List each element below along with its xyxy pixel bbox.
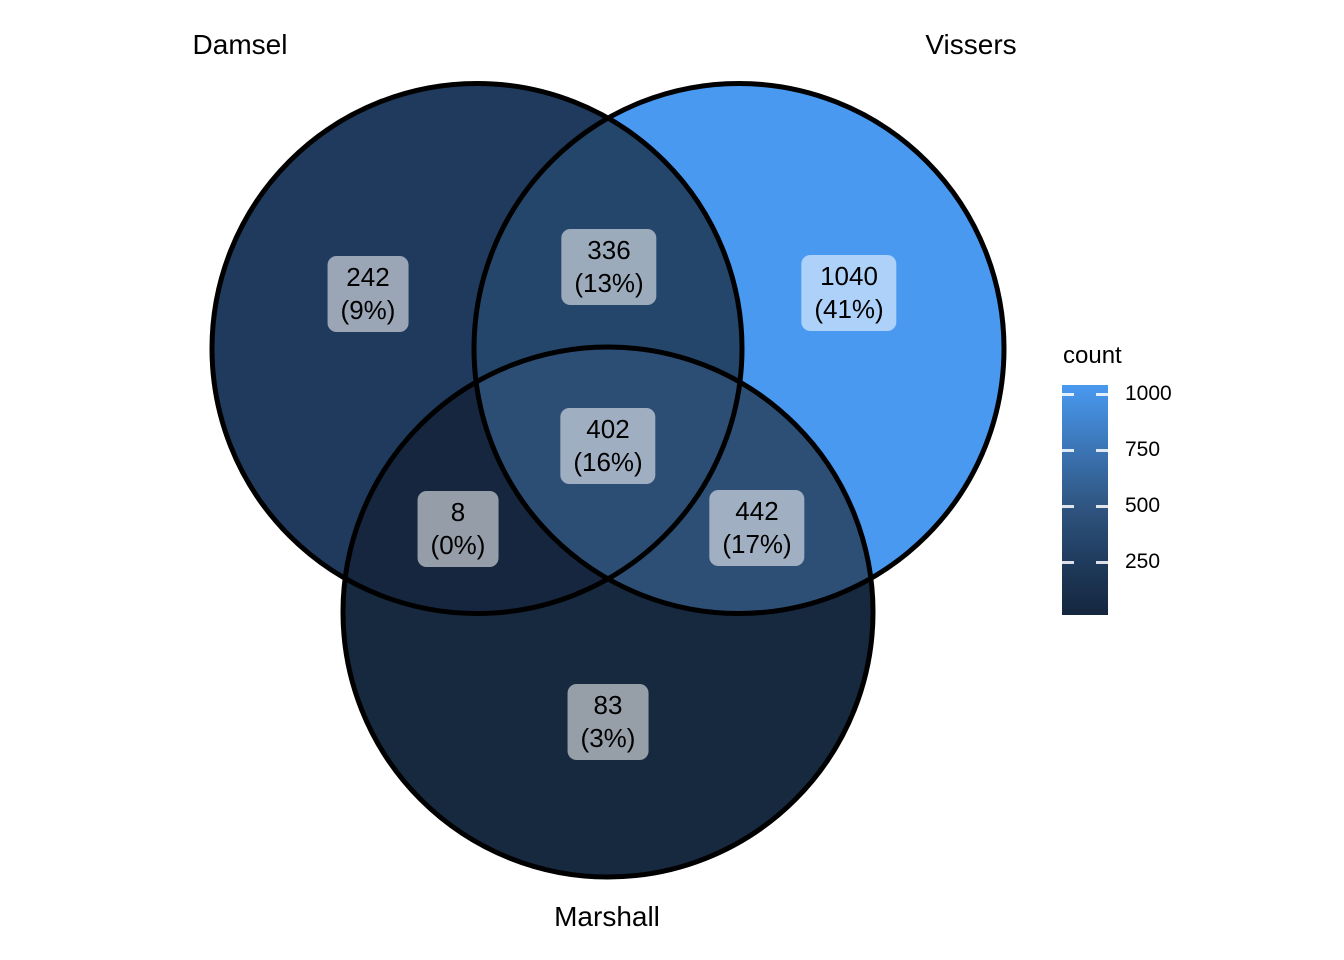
legend-tick-label-750: 750 <box>1125 438 1161 461</box>
region-count: 83 <box>593 690 623 720</box>
legend-title: count <box>1063 342 1122 369</box>
region-count: 402 <box>586 414 630 444</box>
legend-tick-label-500: 500 <box>1125 494 1161 517</box>
legend-tick-1000-left <box>1062 393 1074 396</box>
legend-tick-750-left <box>1062 449 1074 452</box>
circle-outline-vissers <box>471 81 1007 616</box>
region-label-damsel-only: 242 (9%) <box>327 256 409 332</box>
set-label-vissers: Vissers <box>925 29 1017 60</box>
region-count: 1040 <box>820 261 878 291</box>
region-count: 242 <box>346 262 390 292</box>
region-percent: (16%) <box>573 447 643 477</box>
region-percent: (13%) <box>574 268 644 298</box>
region-count: 336 <box>587 235 631 265</box>
region-label-center: 402 (16%) <box>560 408 656 484</box>
legend-tick-250-left <box>1062 561 1074 564</box>
region-label-damsel-vissers: 336 (13%) <box>561 229 657 305</box>
legend-tick-750-right <box>1096 449 1108 452</box>
region-label-marshall-only: 83 (3%) <box>567 684 649 760</box>
set-label-marshall: Marshall <box>554 901 660 932</box>
set-label-damsel: Damsel <box>192 29 288 60</box>
region-percent: (9%) <box>340 295 396 325</box>
region-percent: (17%) <box>722 529 792 559</box>
legend-tick-250-right <box>1096 561 1108 564</box>
region-label-damsel-marshall: 8 (0%) <box>417 491 499 567</box>
circle-outline-marshall <box>340 344 876 880</box>
region-count: 8 <box>450 497 466 527</box>
legend-tick-500-right <box>1096 505 1108 508</box>
region-label-vissers-marshall: 442 (17%) <box>709 490 805 566</box>
circle-outline-damsel <box>209 81 745 616</box>
legend-gradient-bar <box>1062 385 1108 615</box>
legend-tick-label-250: 250 <box>1125 550 1161 573</box>
legend-tick-1000-right <box>1096 393 1108 396</box>
legend-tick-label-1000: 1000 <box>1125 382 1172 405</box>
region-percent: (41%) <box>814 294 884 324</box>
region-label-vissers-only: 1040 (41%) <box>801 255 897 331</box>
region-count: 442 <box>735 496 779 526</box>
region-percent: (0%) <box>430 530 486 560</box>
region-percent: (3%) <box>580 723 636 753</box>
legend-tick-500-left <box>1062 505 1074 508</box>
